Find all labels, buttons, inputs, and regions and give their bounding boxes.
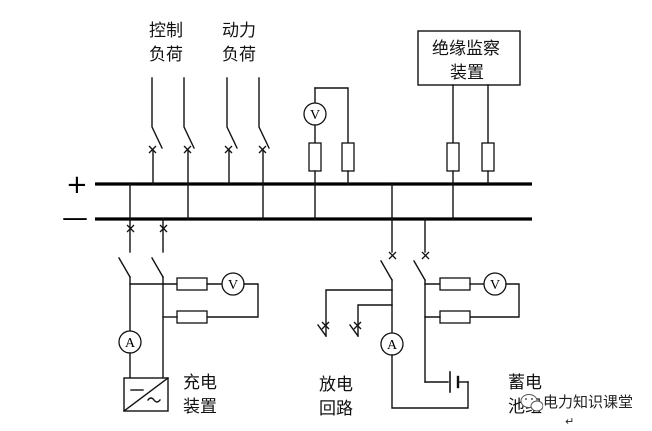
power-load-branch: 动力 负荷	[222, 21, 270, 220]
return-mark: ↵	[565, 415, 574, 428]
charger-branch: V A 充电 装置	[118, 183, 259, 417]
control-load-label-2: 负荷	[149, 45, 183, 65]
watermark-text: 电力知识课堂	[543, 393, 633, 411]
insulation-fuse-positive	[481, 142, 495, 172]
positive-sign: +	[66, 170, 88, 200]
charger-voltmeter-label: V	[228, 278, 238, 293]
insulation-monitor-branch: 绝缘监察 装置	[417, 30, 521, 220]
bus-bars: + —	[62, 170, 532, 233]
bus-voltmeter-label: V	[310, 108, 320, 123]
insulation-fuse-negative	[446, 142, 460, 172]
power-load-label-1: 动力	[222, 21, 256, 41]
control-load-label-1: 控制	[149, 21, 183, 41]
battery-ammeter-label: A	[387, 338, 398, 353]
charger-label-2: 装置	[183, 397, 217, 417]
insulation-monitor-box	[417, 30, 521, 86]
battery-branch: V 放电 回路 A 蓄电 池组	[317, 183, 542, 419]
power-load-label-2: 负荷	[222, 45, 256, 65]
control-load-branch: 控制 负荷	[148, 21, 195, 220]
charger-fuse-1	[176, 277, 208, 291]
insulation-monitor-label-1: 绝缘监察	[432, 39, 500, 59]
discharge-label-1: 放电	[319, 375, 353, 395]
battery-fuse-1	[439, 277, 471, 291]
discharge-label-2: 回路	[319, 399, 353, 419]
battery-fuse-2	[439, 310, 471, 324]
charger-label-1: 充电	[183, 373, 217, 393]
bus-voltmeter-branch: V	[303, 87, 355, 220]
insulation-monitor-label-2: 装置	[450, 63, 484, 83]
negative-sign: —	[62, 203, 88, 233]
bus-voltmeter-fuse-negative	[341, 142, 355, 172]
charger-fuse-2	[176, 310, 208, 324]
bus-voltmeter-fuse-positive	[308, 142, 322, 172]
watermark: 电力知识课堂 ↵	[520, 391, 635, 428]
charger-ammeter-label: A	[125, 336, 136, 351]
battery-label-1: 蓄电	[508, 373, 542, 393]
battery-voltmeter-label: V	[490, 278, 500, 293]
